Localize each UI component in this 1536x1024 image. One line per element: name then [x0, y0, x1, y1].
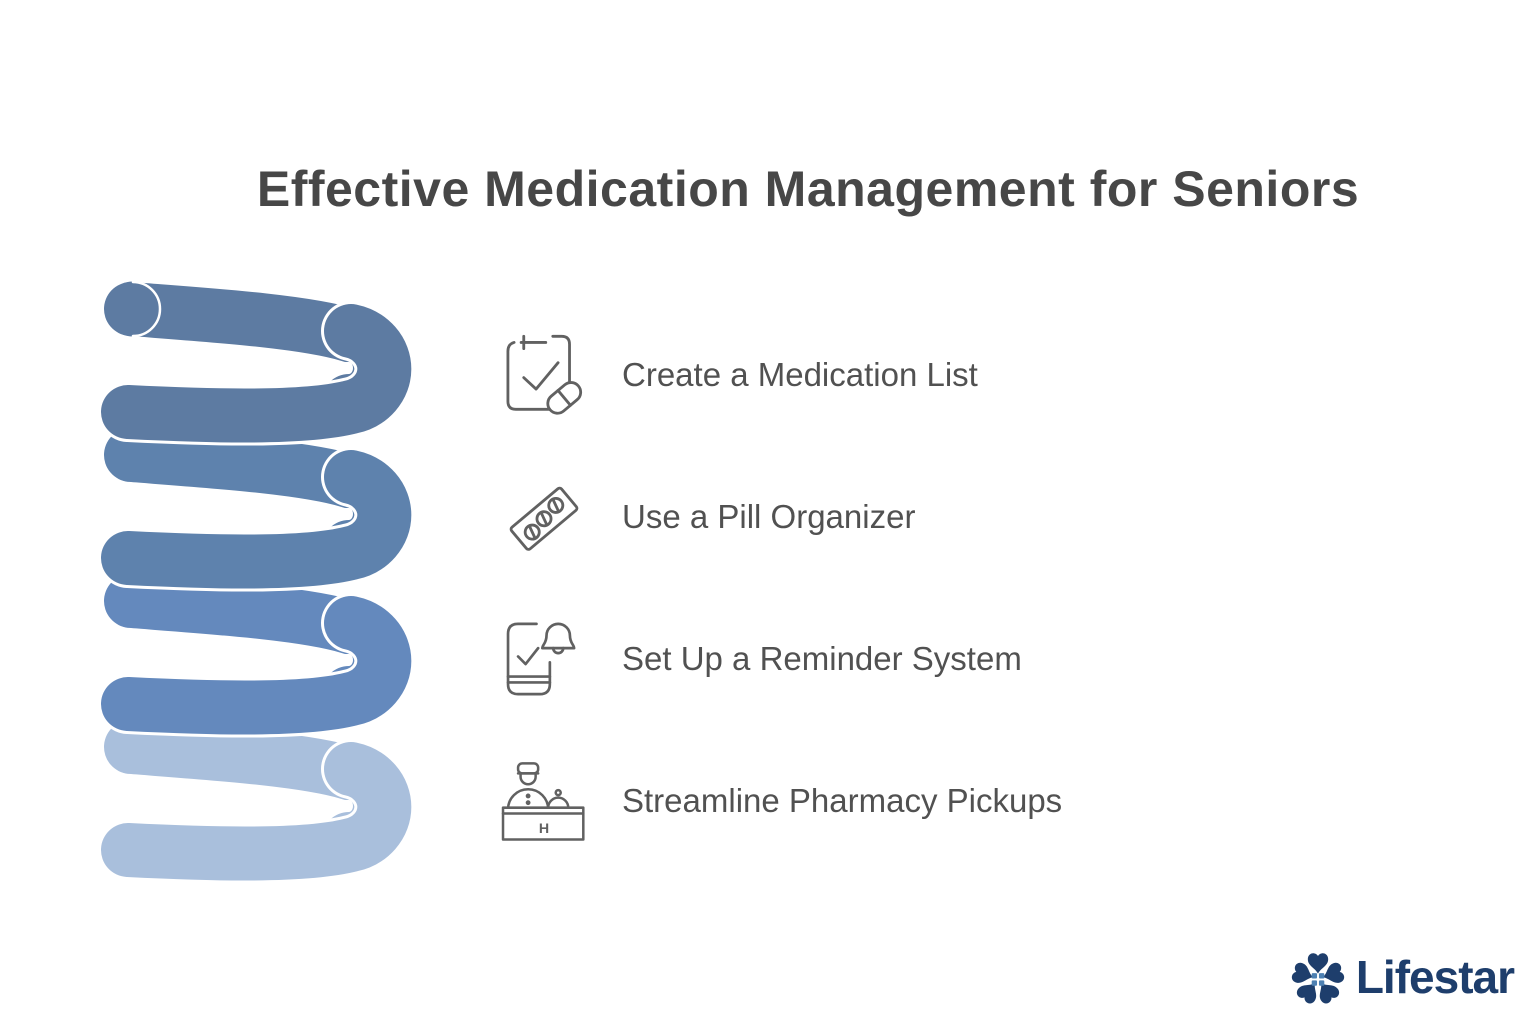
counter-letter: H [539, 821, 549, 837]
lifestar-flower-icon [1291, 953, 1344, 1004]
list-item-label: Use a Pill Organizer [622, 498, 916, 536]
lifestar-logo: Lifestar [1287, 946, 1515, 1008]
spiral-end-cap [105, 281, 161, 337]
list-item-label: Set Up a Reminder System [622, 640, 1022, 678]
page-title: Effective Medication Management for Seni… [256, 161, 1360, 217]
steps-list: Create a Medication List [498, 304, 1062, 872]
lifestar-wordmark: Lifestar [1355, 951, 1515, 1003]
list-item-reminder-system: Set Up a Reminder System [498, 588, 1062, 730]
spiral-coil-graphic [98, 280, 415, 884]
spiral-coil-1 [98, 280, 415, 446]
list-item-pill-organizer: Use a Pill Organizer [498, 446, 1062, 588]
list-item-pharmacy-pickups: H Streamline Pharmacy Pickups [498, 730, 1062, 872]
pharmacy-pickup-icon: H [498, 755, 590, 847]
medication-list-icon [498, 329, 590, 421]
pill-organizer-icon [498, 471, 590, 563]
reminder-system-icon [498, 613, 590, 705]
spiral-coil-4 [98, 720, 415, 884]
list-item-label: Create a Medication List [622, 356, 978, 394]
spiral-coil-3 [98, 574, 415, 738]
list-item-label: Streamline Pharmacy Pickups [622, 782, 1063, 820]
logo-window-squares [1311, 973, 1325, 986]
list-item-medication-list: Create a Medication List [498, 304, 1062, 446]
spiral-coil-2 [98, 428, 415, 592]
